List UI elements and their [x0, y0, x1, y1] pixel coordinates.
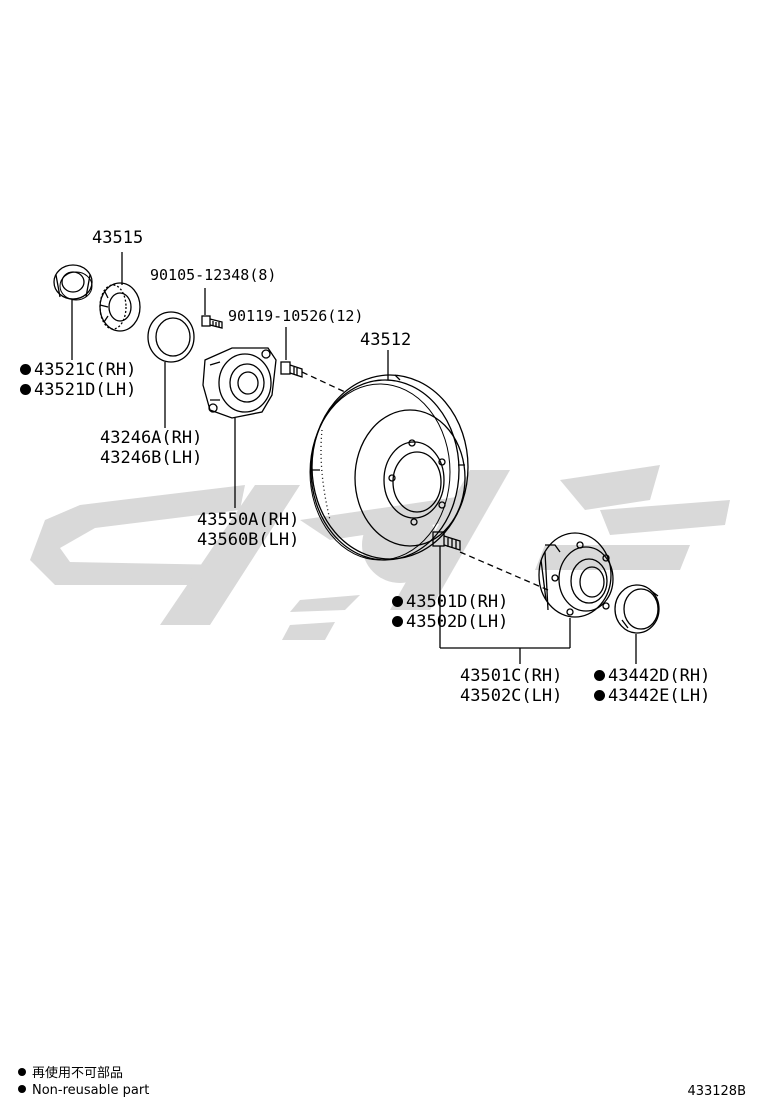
part-label-43521c: 43521C(RH) — [20, 360, 136, 380]
leader-lines — [71, 252, 637, 664]
hub-bolt-43501 — [432, 531, 461, 551]
legend-line-english: Non-reusable part — [18, 1083, 149, 1099]
part-label-90119: 90119-10526(12) — [228, 307, 364, 325]
bolt-90119 — [280, 361, 303, 378]
part-label-43521d: 43521D(LH) — [20, 380, 136, 400]
front-hub-assembly-43550 — [202, 347, 277, 419]
part-label-43550a: 43550A(RH) — [197, 510, 300, 530]
bolt-90105 — [201, 315, 223, 329]
non-reusable-dot-icon — [392, 596, 403, 607]
part-label-43442d: 43442D(RH) — [594, 666, 710, 686]
bearing-43515 — [99, 282, 141, 332]
figure-code: 433128B — [687, 1084, 746, 1099]
part-label-43512: 43512 — [360, 330, 412, 350]
legend-line-japanese: 再使用不可部品 — [18, 1066, 123, 1082]
seal-ring-43246 — [147, 311, 195, 363]
part-label-43502d: 43502D(LH) — [392, 612, 508, 632]
assembly-guide-line — [301, 371, 346, 393]
non-reusable-dot-icon — [18, 1068, 26, 1076]
non-reusable-dot-icon — [392, 616, 403, 627]
part-label-43246b: 43246B(LH) — [100, 448, 203, 468]
non-reusable-dot-icon — [594, 670, 605, 681]
disc-rotor-43512 — [309, 374, 469, 561]
seal-43442 — [614, 584, 660, 634]
part-label-43501c: 43501C(RH) — [460, 666, 563, 686]
part-label-43515: 43515 — [92, 228, 144, 248]
non-reusable-dot-icon — [20, 384, 31, 395]
part-label-43442e: 43442E(LH) — [594, 686, 710, 706]
part-label-43502c: 43502C(LH) — [460, 686, 563, 706]
non-reusable-dot-icon — [18, 1085, 26, 1093]
part-label-43501d: 43501D(RH) — [392, 592, 508, 612]
non-reusable-dot-icon — [594, 690, 605, 701]
non-reusable-dot-icon — [20, 364, 31, 375]
part-label-43246a: 43246A(RH) — [100, 428, 203, 448]
watermark-logo — [30, 465, 730, 640]
axle-hub-43501C — [538, 532, 614, 618]
part-label-43560b: 43560B(LH) — [197, 530, 300, 550]
assembly-guide-line — [459, 551, 549, 591]
part-label-90105: 90105-12348(8) — [150, 266, 277, 284]
oil-seal-43521 — [53, 264, 93, 301]
